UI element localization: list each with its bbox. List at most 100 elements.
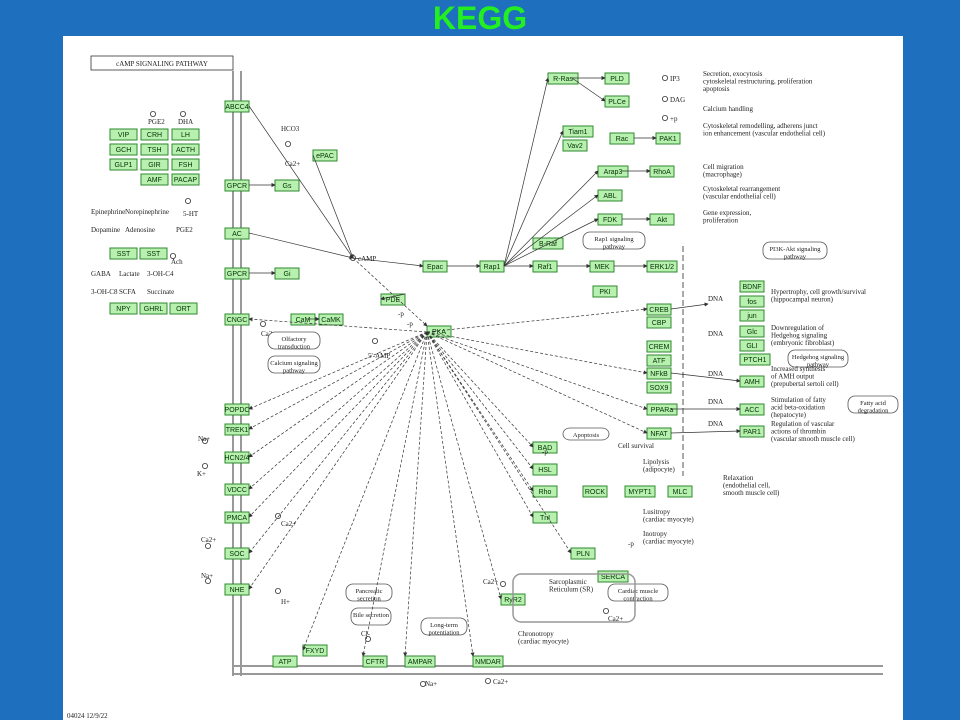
- signaling-node[interactable]: Rho: [532, 485, 558, 498]
- signaling-node[interactable]: AMH: [739, 375, 765, 388]
- signaling-node[interactable]: MLC: [667, 485, 693, 498]
- signaling-node[interactable]: jun: [739, 309, 765, 322]
- ligand-node[interactable]: SST: [139, 247, 168, 260]
- membrane-protein[interactable]: GPCR: [224, 179, 250, 192]
- membrane-protein[interactable]: ABCC4: [224, 100, 250, 113]
- signaling-node[interactable]: ATP: [272, 655, 298, 668]
- membrane-protein[interactable]: HCN2/4: [224, 451, 250, 464]
- ligand-node[interactable]: TSH: [140, 143, 169, 156]
- signaling-node[interactable]: ABL: [597, 189, 623, 202]
- membrane-protein[interactable]: AC: [224, 227, 250, 240]
- compound-dot[interactable]: [662, 115, 669, 122]
- signaling-node[interactable]: ATF: [646, 354, 672, 367]
- compound-dot[interactable]: [185, 197, 192, 204]
- signaling-node[interactable]: Tiam1: [562, 125, 594, 138]
- signaling-node[interactable]: Akt: [649, 213, 675, 226]
- compound-dot[interactable]: [484, 678, 491, 685]
- membrane-protein[interactable]: POPDC: [224, 403, 250, 416]
- membrane-protein[interactable]: PMCA: [224, 511, 250, 524]
- ligand-node[interactable]: ORT: [169, 302, 198, 315]
- signaling-node[interactable]: CaMK: [318, 313, 344, 326]
- signaling-node[interactable]: MEK: [589, 260, 615, 273]
- ligand-node[interactable]: LH: [171, 128, 200, 141]
- signaling-node[interactable]: FDK: [597, 213, 623, 226]
- signaling-node[interactable]: R-Ras: [547, 72, 579, 85]
- signaling-node[interactable]: Arap3: [597, 165, 629, 178]
- signaling-node[interactable]: HSL: [532, 463, 558, 476]
- signaling-node[interactable]: CREB: [646, 303, 672, 316]
- signaling-node[interactable]: BDNF: [739, 280, 765, 293]
- signaling-node[interactable]: NFkB: [646, 367, 672, 380]
- signaling-node[interactable]: Rap1: [479, 260, 505, 273]
- signaling-node[interactable]: Epac: [422, 260, 448, 273]
- compound-dot[interactable]: [170, 252, 177, 259]
- ligand-node[interactable]: GIR: [140, 158, 169, 171]
- ligand-node[interactable]: CRH: [140, 128, 169, 141]
- signaling-node[interactable]: PLCe: [604, 95, 630, 108]
- ligand-node[interactable]: FSH: [171, 158, 200, 171]
- signaling-node[interactable]: Rac: [609, 132, 635, 145]
- signaling-node[interactable]: ACC: [739, 403, 765, 416]
- compound-dot[interactable]: [603, 608, 610, 615]
- signaling-node[interactable]: PAR1: [739, 425, 765, 438]
- signaling-node[interactable]: NMDAR: [472, 655, 504, 668]
- signaling-node[interactable]: PPARa: [646, 403, 678, 416]
- ligand-node[interactable]: GHRL: [139, 302, 168, 315]
- signaling-node[interactable]: B-Raf: [532, 237, 564, 250]
- signaling-node[interactable]: SERCA: [597, 570, 629, 583]
- signaling-node[interactable]: PLN: [570, 547, 596, 560]
- compound-dot[interactable]: [662, 96, 669, 103]
- signaling-node[interactable]: FXYD: [302, 644, 328, 657]
- map-apoptosis[interactable]: Apoptosis: [562, 427, 610, 441]
- signaling-node[interactable]: PAK1: [655, 132, 681, 145]
- ligand-node[interactable]: VIP: [109, 128, 138, 141]
- map-bile-secretion[interactable]: Bile secretion: [350, 607, 392, 626]
- signaling-node[interactable]: Glc: [739, 325, 765, 338]
- signaling-node[interactable]: Gs: [274, 179, 300, 192]
- signaling-node[interactable]: Gi: [274, 267, 300, 280]
- membrane-protein[interactable]: SOC: [224, 547, 250, 560]
- signaling-node[interactable]: SOX9: [646, 381, 672, 394]
- compound-dot[interactable]: [201, 462, 208, 469]
- membrane-protein[interactable]: VDCC: [224, 483, 250, 496]
- signaling-node[interactable]: ERK1/2: [646, 260, 678, 273]
- ligand-node[interactable]: SST: [109, 247, 138, 260]
- signaling-node[interactable]: CBP: [646, 316, 672, 329]
- signaling-node[interactable]: NFAT: [646, 427, 672, 440]
- membrane-protein[interactable]: NHE: [224, 583, 250, 596]
- signaling-node[interactable]: RhoA: [649, 165, 675, 178]
- signaling-node[interactable]: Raf1: [532, 260, 558, 273]
- compound-dot[interactable]: [499, 581, 506, 588]
- membrane-protein[interactable]: GPCR: [224, 267, 250, 280]
- signaling-node[interactable]: Vav2: [562, 139, 588, 152]
- signaling-node[interactable]: CFTR: [362, 655, 388, 668]
- compound-dot[interactable]: [274, 588, 281, 595]
- ligand-node[interactable]: ACTH: [171, 143, 200, 156]
- ligand-node[interactable]: AMF: [140, 173, 169, 186]
- compound-dot[interactable]: [371, 337, 378, 344]
- membrane-protein[interactable]: CNGC: [224, 313, 250, 326]
- signaling-node[interactable]: CREM: [646, 340, 672, 353]
- signaling-node[interactable]: PDE: [380, 293, 406, 306]
- compound-dot[interactable]: [204, 578, 211, 585]
- compound-dot[interactable]: [419, 681, 426, 688]
- compound-dot[interactable]: [284, 141, 291, 148]
- signaling-node[interactable]: MYPT1: [624, 485, 656, 498]
- ligand-node[interactable]: PACAP: [171, 173, 200, 186]
- signaling-node[interactable]: GLI: [739, 339, 765, 352]
- signaling-node[interactable]: fos: [739, 295, 765, 308]
- signaling-node[interactable]: PKI: [592, 285, 618, 298]
- signaling-node[interactable]: PTCH1: [739, 353, 771, 366]
- compound-dot[interactable]: [259, 320, 266, 327]
- signaling-node[interactable]: PKA: [426, 325, 452, 338]
- ligand-node[interactable]: GLP1: [109, 158, 138, 171]
- signaling-node[interactable]: AMPAR: [404, 655, 436, 668]
